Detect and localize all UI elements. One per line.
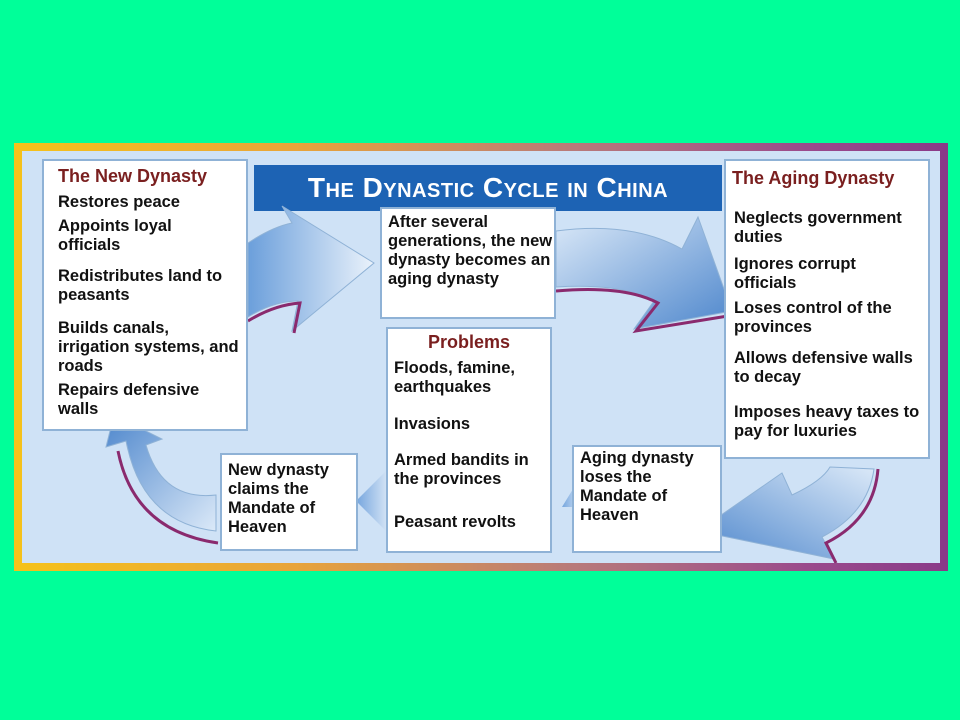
problems-box: Problems Floods, famine, earthquakes Inv… — [386, 327, 552, 553]
diagram-title: The Dynastic Cycle in China — [307, 172, 669, 203]
after-generations-text: After several generations, the new dynas… — [388, 213, 553, 288]
problems-item: Peasant revolts — [394, 513, 516, 531]
problems-item: Floods, famine, earthquakes — [394, 359, 516, 396]
diagram-canvas: The Dynastic Cycle in China — [22, 151, 940, 563]
new-dynasty-item: Appoints loyal officials — [58, 217, 172, 254]
aging-dynasty-heading: The Aging Dynasty — [732, 168, 895, 188]
diagram-frame: The Dynastic Cycle in China — [14, 143, 948, 571]
problems-item: Armed bandits in the provinces — [394, 451, 529, 488]
new-dynasty-item: Repairs defensive walls — [58, 381, 200, 418]
problems-item: Invasions — [394, 415, 471, 433]
arrow-to-claims — [356, 471, 394, 531]
after-generations-box: After several generations, the new dynas… — [380, 207, 556, 319]
arrow-to-loses-mandate — [696, 466, 875, 560]
aging-dynasty-item: Imposes heavy taxes to pay for luxuries — [734, 403, 920, 440]
new-dynasty-item: Redistributes land to peasants — [58, 267, 223, 304]
aging-dynasty-item: Neglects government duties — [734, 209, 902, 246]
arrow-to-new-dynasty-shadow — [116, 450, 219, 545]
arrow-to-aging-list — [555, 215, 733, 330]
claims-mandate-text: New dynasty claims the Mandate of Heaven — [228, 461, 329, 536]
arrow-to-aging-shadow — [247, 301, 302, 334]
new-dynasty-heading: The New Dynasty — [58, 166, 208, 186]
claims-mandate-box: New dynasty claims the Mandate of Heaven — [220, 453, 358, 551]
arrow-to-loses-mandate-shadow — [823, 468, 880, 563]
aging-dynasty-item: Allows defensive walls to decay — [734, 349, 913, 386]
aging-dynasty-item: Ignores corrupt officials — [734, 255, 856, 292]
new-dynasty-item: Restores peace — [58, 193, 180, 211]
title-bar: The Dynastic Cycle in China — [254, 165, 722, 211]
aging-dynasty-box: The Aging Dynasty Neglects government du… — [724, 159, 930, 459]
arrow-to-new-dynasty — [105, 414, 217, 532]
cycle-arrows — [105, 205, 880, 563]
arrow-to-aging-list-shadow — [555, 288, 735, 334]
problems-heading: Problems — [427, 332, 511, 352]
arrow-to-aging — [247, 205, 375, 333]
new-dynasty-item: Builds canals, irrigation systems, and r… — [58, 319, 239, 375]
loses-mandate-box: Aging dynasty loses the Mandate of Heave… — [572, 445, 722, 553]
loses-mandate-text: Aging dynasty loses the Mandate of Heave… — [580, 449, 694, 524]
new-dynasty-box: The New Dynasty Restores peace Appoints … — [42, 159, 248, 431]
aging-dynasty-item: Loses control of the provinces — [734, 299, 892, 336]
